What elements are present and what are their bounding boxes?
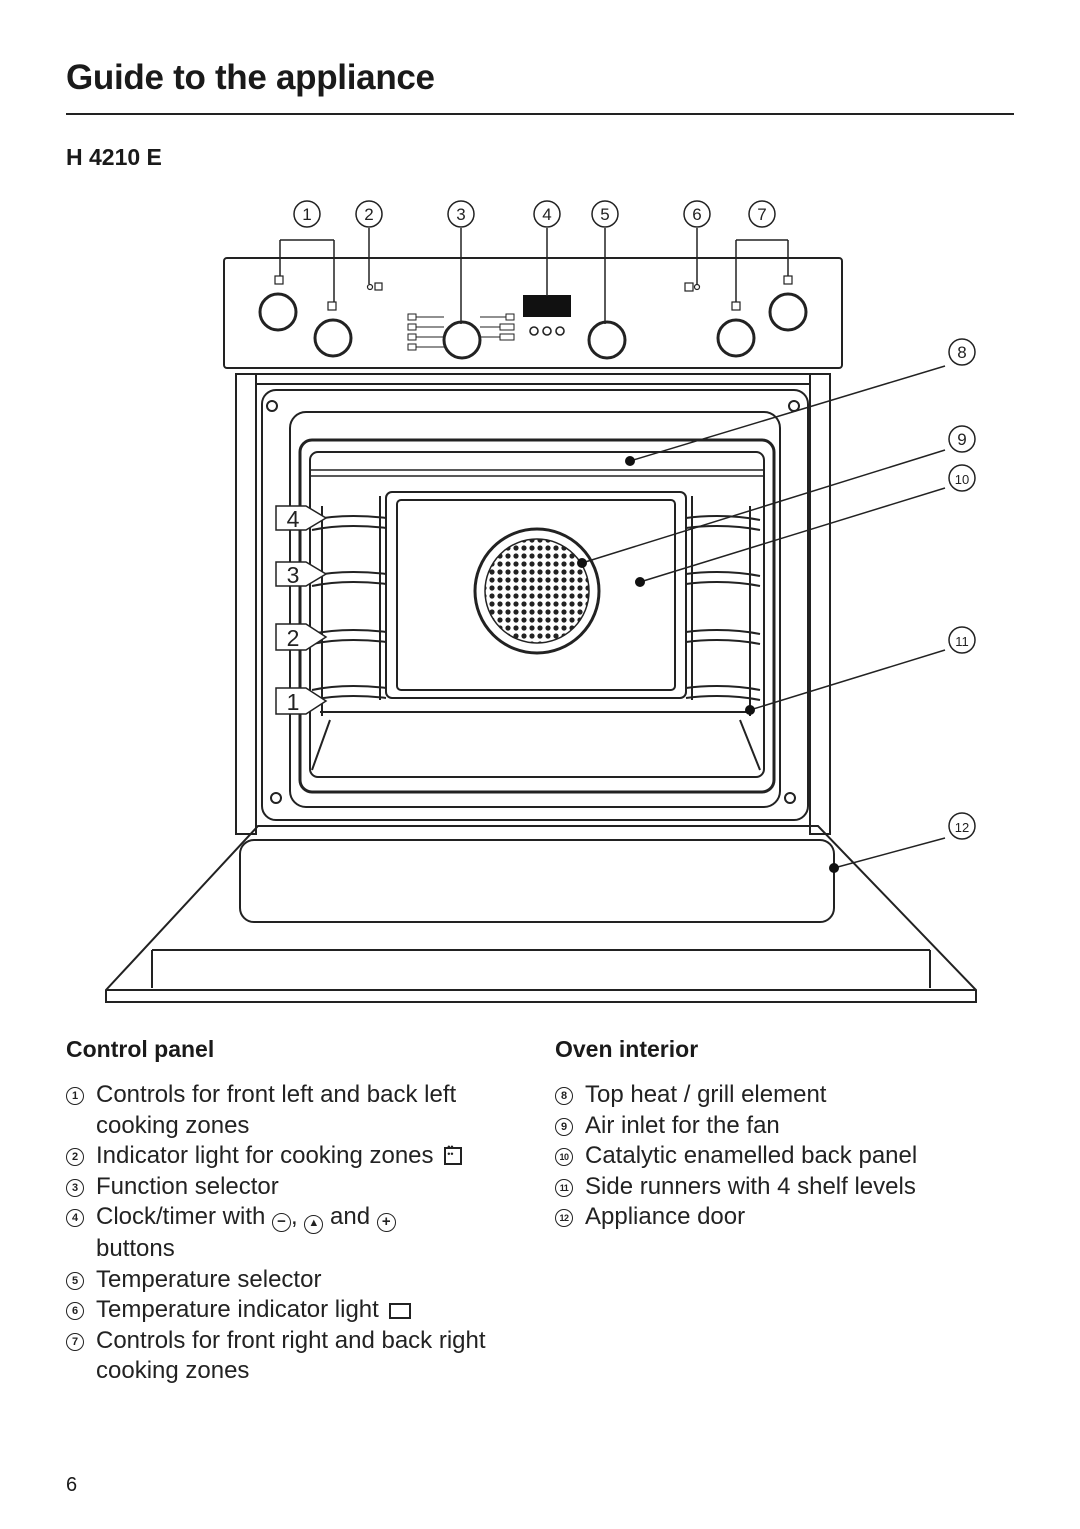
knob-function-selector bbox=[442, 320, 482, 360]
callout-number: 1 bbox=[302, 205, 311, 224]
shelf-label-1 bbox=[275, 687, 328, 715]
temperature-light-icon bbox=[389, 1303, 412, 1319]
title-divider bbox=[66, 113, 1014, 115]
control-panel-heading: Control panel bbox=[66, 1036, 215, 1062]
cooking-zones-icon bbox=[444, 1143, 463, 1165]
legend-number: 12 bbox=[555, 1209, 573, 1227]
callout-number: 5 bbox=[600, 205, 609, 224]
shelf-label-3 bbox=[275, 561, 328, 587]
catalytic-back-panel bbox=[385, 491, 687, 699]
side-runners-left bbox=[311, 496, 387, 716]
callout-number: 11 bbox=[955, 634, 969, 649]
oven-left-side bbox=[235, 373, 257, 835]
model-name: H 4210 E bbox=[66, 144, 162, 170]
fan-grille bbox=[484, 538, 590, 644]
door-window bbox=[239, 839, 835, 923]
callout-number: 10 bbox=[955, 472, 969, 487]
legend-number: 5 bbox=[66, 1271, 84, 1290]
oven-cavity-outer bbox=[289, 411, 781, 808]
knob-temperature-selector bbox=[587, 320, 627, 360]
callout-number: 2 bbox=[364, 205, 373, 224]
legend-number: 9 bbox=[555, 1117, 573, 1136]
legend-number: 3 bbox=[66, 1178, 84, 1197]
legend-number: 4 bbox=[66, 1209, 84, 1227]
fan-cover bbox=[473, 527, 601, 655]
oven-interior-heading: Oven interior bbox=[555, 1036, 699, 1062]
legend-number: 8 bbox=[555, 1087, 573, 1105]
page-title: Guide to the appliance bbox=[66, 58, 435, 97]
oven-door bbox=[105, 825, 977, 1003]
callout-number: 4 bbox=[542, 205, 551, 224]
shelf-label-2 bbox=[275, 623, 328, 651]
shelf-label-4 bbox=[275, 505, 328, 531]
legend-number: 11 bbox=[555, 1178, 573, 1197]
timer-up-button bbox=[542, 326, 552, 336]
callout-number: 8 bbox=[957, 343, 966, 362]
legend-number: 10 bbox=[555, 1148, 573, 1166]
legend-number: 6 bbox=[66, 1302, 84, 1320]
function-symbols bbox=[407, 313, 515, 351]
shelf-number: 2 bbox=[287, 625, 300, 651]
grill-element bbox=[310, 469, 764, 477]
shelf-number: 1 bbox=[287, 689, 300, 715]
callout-number: 9 bbox=[957, 430, 966, 449]
oven-right-side bbox=[809, 373, 831, 835]
oven-frame-outer bbox=[261, 389, 809, 821]
triangle-up-button-icon: ▲ bbox=[304, 1215, 324, 1234]
timer-minus-button bbox=[529, 326, 539, 336]
oven-cavity-inner bbox=[298, 438, 776, 794]
oven-diagram: 4 3 2 1 1 2 3 4 5 6 7 8 9 10 11 12 bbox=[105, 200, 977, 1003]
minus-button-icon: − bbox=[272, 1213, 292, 1232]
legend-number: 7 bbox=[66, 1332, 84, 1351]
knob-front-left bbox=[258, 292, 298, 332]
timer-plus-button bbox=[555, 326, 565, 336]
plus-button-icon: + bbox=[376, 1213, 396, 1232]
knob-back-right bbox=[716, 318, 756, 358]
callout-number: 12 bbox=[955, 820, 969, 835]
control-panel-outline bbox=[223, 257, 843, 369]
knob-back-left bbox=[313, 318, 353, 358]
callout-number: 3 bbox=[456, 205, 465, 224]
callout-number: 7 bbox=[757, 205, 766, 224]
legend-number: 2 bbox=[66, 1148, 84, 1166]
shelf-number: 3 bbox=[287, 562, 300, 588]
callout-number: 6 bbox=[692, 205, 701, 224]
page-number: 6 bbox=[66, 1474, 78, 1496]
clock-display bbox=[523, 295, 571, 317]
knob-front-right bbox=[768, 292, 808, 332]
legend-number: 1 bbox=[66, 1087, 84, 1105]
shelf-number: 4 bbox=[287, 506, 300, 532]
side-runners-right bbox=[685, 496, 761, 716]
